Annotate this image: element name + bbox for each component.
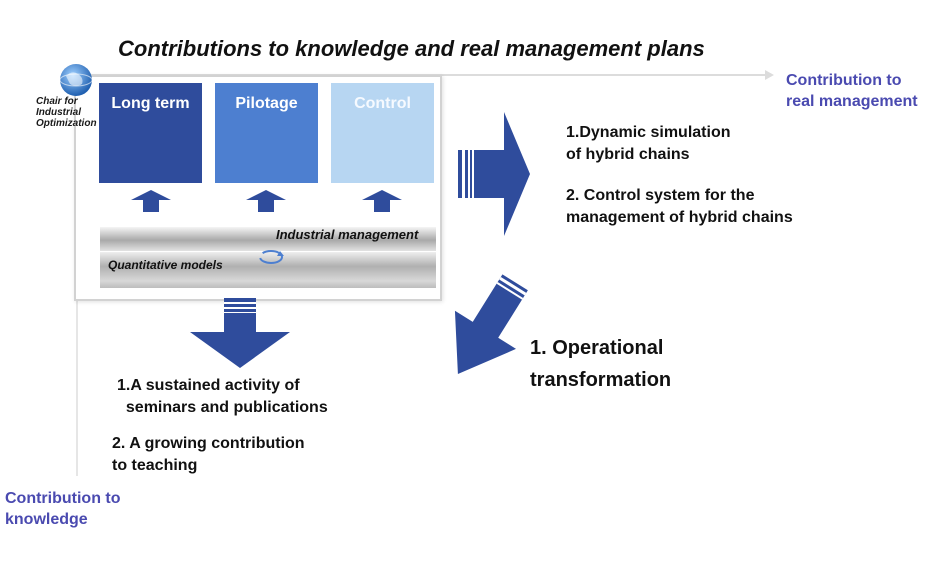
axis-label-line: real management <box>786 93 918 110</box>
axis-label-real-management: Contribution to real management <box>786 70 918 112</box>
down-arrow-icon <box>190 298 290 368</box>
item-line: 2. Control system for the <box>566 187 755 204</box>
up-arrow-icon <box>362 190 402 212</box>
box-label: Control <box>354 95 411 112</box>
item-line: 1.Dynamic simulation <box>566 124 731 141</box>
box-label: Pilotage <box>235 95 298 112</box>
page-title: Contributions to knowledge and real mana… <box>118 36 705 61</box>
box-label: Long term <box>111 95 190 112</box>
org-label: Chair for Industrial Optimization <box>36 96 106 129</box>
axis-label-line: knowledge <box>5 511 88 528</box>
globe-icon <box>59 64 93 96</box>
box-pilotage: Pilotage <box>215 83 318 183</box>
item-line: to teaching <box>112 457 198 474</box>
item-line: 1. Operational <box>530 337 664 359</box>
horizontal-axis-arrowhead <box>765 70 774 80</box>
org-label-line: Optimization <box>36 118 97 129</box>
org-label-line: Industrial <box>36 107 82 118</box>
item-line: seminars and publications <box>117 399 328 416</box>
item-line: of hybrid chains <box>566 146 690 163</box>
item-line: 2. A growing contribution <box>112 435 305 452</box>
operational-item: 1. Operational transformation <box>530 332 671 396</box>
box-long-term: Long term <box>99 83 202 183</box>
industrial-management-layer <box>100 227 436 251</box>
item-line: transformation <box>530 369 672 391</box>
real-management-item: 2. Control system for the management of … <box>566 185 793 229</box>
axis-label-line: Contribution to <box>786 72 902 89</box>
industrial-management-label: Industrial management <box>276 227 419 242</box>
axis-label-knowledge: Contribution to knowledge <box>5 488 121 530</box>
quantitative-models-layer <box>100 252 436 288</box>
diagonal-arrow-icon <box>454 274 528 374</box>
item-line: 1.A sustained activity of <box>117 377 300 394</box>
real-management-item: 1.Dynamic simulation of hybrid chains <box>566 122 731 166</box>
cycle-icon <box>259 250 284 264</box>
org-label-line: Chair for <box>36 96 78 107</box>
up-arrow-icon <box>131 190 171 212</box>
right-arrow-icon <box>458 112 530 236</box>
axis-label-line: Contribution to <box>5 490 121 507</box>
knowledge-item: 1.A sustained activity of seminars and p… <box>117 375 328 419</box>
knowledge-item: 2. A growing contribution to teaching <box>112 433 305 477</box>
box-control: Control <box>331 83 434 183</box>
up-arrow-icon <box>246 190 286 212</box>
item-line: management of hybrid chains <box>566 209 793 226</box>
quantitative-models-label: Quantitative models <box>108 258 223 272</box>
